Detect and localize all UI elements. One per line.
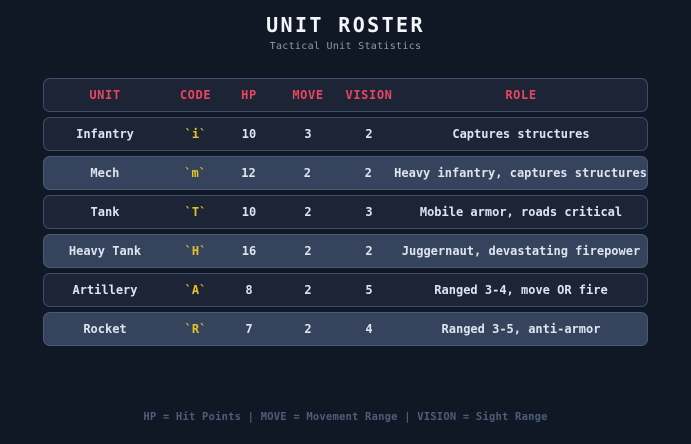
- table-row-tank: Tank `T` 10 2 3 Mobile armor, roads crit…: [43, 195, 648, 229]
- move-cell: 2: [303, 166, 311, 180]
- table-row-rocket: Rocket `R` 7 2 4 Ranged 3-5, anti-armor: [43, 312, 648, 346]
- role-cell: Heavy infantry, captures structures: [394, 166, 648, 180]
- unit-name-cell: Tank: [90, 205, 120, 219]
- unit-code-cell: `i`: [184, 127, 207, 141]
- table-row-artillery: Artillery `A` 8 2 5 Ranged 3-4, move OR …: [43, 273, 648, 307]
- unit-roster-table: UNIT CODE HP MOVE VISION ROLE Infantry `…: [43, 78, 648, 346]
- column-header-move: MOVE: [292, 88, 324, 102]
- move-cell: 2: [304, 283, 312, 297]
- vision-cell: 3: [365, 205, 373, 219]
- hp-cell: 12: [241, 166, 256, 180]
- table-row-infantry: Infantry `i` 10 3 2 Captures structures: [43, 117, 648, 151]
- hp-cell: 10: [241, 127, 257, 141]
- move-cell: 2: [304, 322, 312, 336]
- hp-cell: 10: [241, 205, 257, 219]
- column-header-unit: UNIT: [89, 88, 121, 102]
- page-subtitle: Tactical Unit Statistics: [269, 41, 422, 52]
- role-cell: Mobile armor, roads critical: [419, 205, 623, 219]
- table-row-mech: Mech `m` 12 2 2 Heavy infantry, captures…: [43, 156, 648, 190]
- column-header-hp: HP: [241, 88, 257, 102]
- page-title: UNIT ROSTER: [266, 13, 425, 37]
- vision-cell: 2: [365, 244, 373, 258]
- hp-cell: 7: [245, 322, 253, 336]
- unit-name-cell: Rocket: [83, 322, 127, 336]
- unit-code-cell: `H`: [184, 244, 207, 258]
- unit-code-cell: `m`: [184, 166, 206, 180]
- column-header-code: CODE: [179, 88, 212, 102]
- table-header-row: UNIT CODE HP MOVE VISION ROLE: [43, 78, 648, 112]
- footer-legend: HP = Hit Points | MOVE = Movement Range …: [143, 411, 548, 423]
- unit-code-cell: `R`: [184, 322, 207, 336]
- table-row-heavy-tank: Heavy Tank `H` 16 2 2 Juggernaut, devast…: [43, 234, 648, 268]
- role-cell: Ranged 3-5, anti-armor: [441, 322, 601, 336]
- vision-cell: 4: [365, 322, 373, 336]
- vision-cell: 2: [364, 166, 372, 180]
- vision-cell: 2: [365, 127, 373, 141]
- column-header-vision: VISION: [345, 88, 393, 102]
- move-cell: 3: [304, 127, 312, 141]
- unit-name-cell: Infantry: [76, 127, 134, 141]
- role-cell: Captures structures: [452, 127, 590, 141]
- hp-cell: 8: [245, 283, 253, 297]
- column-header-role: ROLE: [505, 88, 537, 102]
- unit-code-cell: `A`: [184, 283, 207, 297]
- unit-name-cell: Heavy Tank: [68, 244, 142, 258]
- vision-cell: 5: [365, 283, 373, 297]
- unit-name-cell: Mech: [90, 166, 120, 180]
- role-cell: Juggernaut, devastating firepower: [401, 244, 641, 258]
- unit-code-cell: `T`: [184, 205, 207, 219]
- move-cell: 2: [304, 244, 312, 258]
- hp-cell: 16: [241, 244, 257, 258]
- role-cell: Ranged 3-4, move OR fire: [434, 283, 608, 297]
- move-cell: 2: [304, 205, 312, 219]
- unit-name-cell: Artillery: [72, 283, 138, 297]
